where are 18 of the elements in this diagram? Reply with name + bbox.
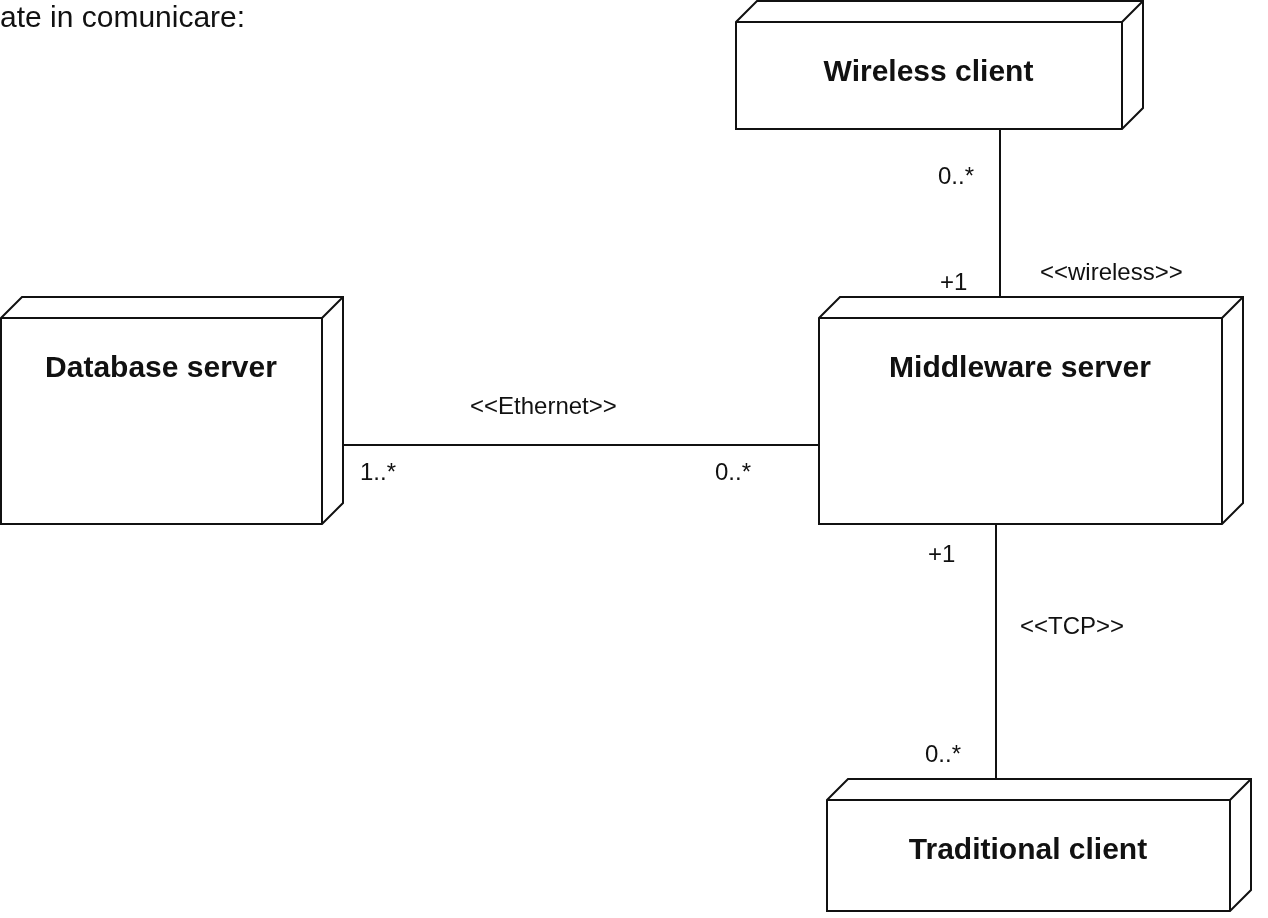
multiplicity-label: +1: [928, 540, 956, 568]
heading-text: ate in comunicare:: [0, 0, 246, 33]
connector-line: [999, 129, 1001, 297]
node-label: Wireless client: [822, 53, 1035, 88]
multiplicity-label: 0..*: [925, 740, 962, 768]
node-box: [735, 0, 1144, 130]
node-box: [826, 778, 1252, 912]
multiplicity-label: 0..*: [938, 162, 975, 190]
node-box: [818, 296, 1244, 525]
connector-line: [343, 444, 819, 446]
node-box: [0, 296, 344, 525]
node-label: Middleware server: [888, 349, 1152, 384]
multiplicity-label: 1..*: [360, 458, 397, 486]
connector-line: [995, 524, 997, 779]
node-label: Traditional client: [907, 831, 1149, 866]
multiplicity-label: +1: [940, 268, 968, 296]
multiplicity-label: 0..*: [715, 458, 752, 486]
node-label: Database server: [44, 349, 278, 384]
